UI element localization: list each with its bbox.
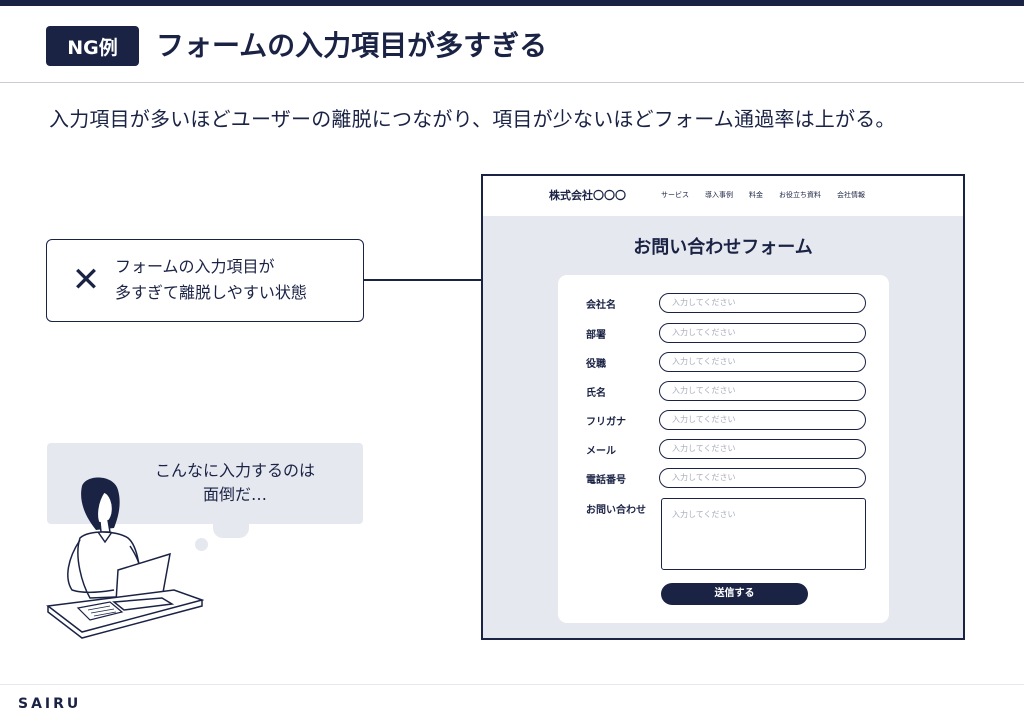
person-at-laptop-illustration	[46, 477, 204, 639]
field-label: 役職	[586, 359, 606, 370]
top-accent-bar	[0, 0, 1024, 6]
mockup-form-title: お問い合わせフォーム	[633, 237, 813, 258]
inquiry-textarea[interactable]: 入力してください	[661, 498, 866, 570]
mockup-nav-item[interactable]: お役立ち資料	[779, 191, 821, 199]
mockup-header: 株式会社〇〇〇 サービス 導入事例 料金 お役立ち資料 会社情報	[483, 176, 963, 216]
full-name-input[interactable]: 入力してください	[659, 381, 866, 401]
mockup-nav-item[interactable]: 導入事例	[705, 191, 733, 199]
company-name-input[interactable]: 入力してください	[659, 293, 866, 313]
mockup-form-card: 会社名 入力してください 部署 入力してください 役職 入力してください 氏名 …	[558, 275, 889, 623]
submit-button[interactable]: 送信する	[661, 583, 808, 605]
field-label: 部署	[586, 330, 606, 341]
sairu-logo: SAIRU	[18, 696, 82, 712]
email-input[interactable]: 入力してください	[659, 439, 866, 459]
field-label: 会社名	[586, 300, 616, 311]
phone-input[interactable]: 入力してください	[659, 468, 866, 488]
slide-subtitle: 入力項目が多いほどユーザーの離脱につながり、項目が少ないほどフォーム通過率は上が…	[49, 107, 896, 131]
slide-title: フォームの入力項目が多すぎる	[156, 29, 548, 62]
thought-bubble-tail	[213, 520, 249, 538]
title-divider	[0, 82, 1024, 83]
department-input[interactable]: 入力してください	[659, 323, 866, 343]
furigana-input[interactable]: 入力してください	[659, 410, 866, 430]
mockup-nav-item[interactable]: 料金	[749, 191, 763, 199]
callout-line-2: 多すぎて離脱しやすい状態	[115, 283, 307, 302]
field-label: フリガナ	[586, 417, 626, 428]
callout-line-1: フォームの入力項目が	[115, 257, 275, 276]
callout-connector-line	[364, 279, 521, 281]
mockup-nav-item[interactable]: サービス	[661, 191, 689, 199]
contact-form-mockup: 株式会社〇〇〇 サービス 導入事例 料金 お役立ち資料 会社情報 お問い合わせフ…	[481, 174, 965, 640]
footer-divider	[0, 684, 1024, 685]
field-label: 氏名	[586, 388, 606, 399]
thought-bubble-dot	[195, 538, 208, 551]
thought-line-1: こんなに入力するのは	[154, 461, 315, 480]
mockup-nav-item[interactable]: 会社情報	[837, 191, 865, 199]
position-input[interactable]: 入力してください	[659, 352, 866, 372]
field-label: 電話番号	[586, 475, 626, 486]
mockup-company-name: 株式会社〇〇〇	[549, 189, 626, 202]
ng-badge: NG例	[46, 26, 139, 66]
problem-callout: ✕ フォームの入力項目が 多すぎて離脱しやすい状態	[46, 239, 364, 322]
field-label: メール	[586, 446, 616, 457]
field-label: お問い合わせ	[586, 505, 646, 516]
x-mark-icon: ✕	[71, 260, 101, 300]
thought-line-2: 面倒だ…	[202, 485, 267, 504]
